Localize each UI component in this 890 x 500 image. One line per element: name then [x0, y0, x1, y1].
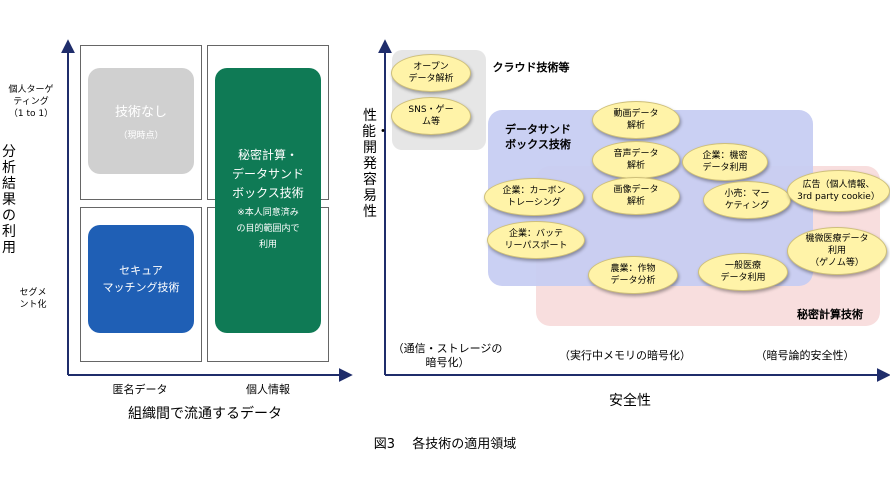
item-advertising: 広告（個人情報、 3rd party cookie）: [787, 170, 890, 212]
item-sensitive-medical: 機微医療データ 利用 （ゲノム等）: [787, 227, 887, 275]
item-retail-marketing: 小売：マー ケティング: [703, 181, 791, 219]
item-open-data: オープン データ解析: [391, 54, 471, 92]
item-enterprise-confidential-label: 企業：機密 データ利用: [702, 151, 748, 173]
left-x-axis-title: 組織間で流通するデータ: [128, 406, 282, 422]
right-x-axis-title: 安全性: [609, 393, 651, 409]
item-open-data-label: オープン データ解析: [408, 62, 454, 84]
item-carbon-tracing-label: 企業：カーボン トレーシング: [502, 186, 566, 208]
sandbox-label: データサンド ボックス技術: [505, 123, 571, 151]
item-sensitive-medical-label: 機微医療データ 利用 （ゲノム等）: [805, 234, 869, 268]
tile-no-technology-sub: （現時点）: [118, 131, 164, 141]
left-y-bottom-label: セグメ ント化: [19, 288, 47, 310]
item-image-data: 画像データ 解析: [592, 177, 680, 215]
right-x-low-label: （通信・ストレージの 暗号化）: [392, 342, 503, 369]
right-y-axis-title: 性能・開発容易性: [362, 108, 390, 220]
item-advertising-label: 広告（個人情報、 3rd party cookie）: [797, 180, 880, 202]
tile-secure-matching: セキュア マッチング技術: [88, 225, 194, 333]
left-y-axis-title: 分析結果の利用: [2, 144, 16, 256]
item-general-medical-label: 一般医療 データ利用: [720, 261, 766, 283]
left-y-top-label: 個人ターゲ ティング （1 to 1）: [8, 85, 54, 119]
secret-label: 秘密計算技術: [797, 308, 863, 321]
tile-no-technology: 技術なし （現時点）: [88, 68, 194, 174]
item-retail-marketing-label: 小売：マー ケティング: [724, 189, 770, 211]
tile-secret-computation-title: 秘密計算・ データサンド ボックス技術: [231, 148, 304, 200]
tile-secret-computation-note: ※本人同意済み の目的範囲内で 利用: [236, 208, 300, 250]
item-carbon-tracing: 企業：カーボン トレーシング: [484, 178, 584, 216]
item-video-data: 動画データ 解析: [592, 101, 680, 139]
item-audio-data-label: 音声データ 解析: [613, 149, 659, 171]
item-enterprise-confidential: 企業：機密 データ利用: [682, 143, 768, 181]
right-x-high-label: （暗号論的安全性）: [755, 349, 855, 362]
item-sns-game: SNS・ゲー ム等: [391, 97, 471, 135]
figure-caption: 図3 各技術の適用領域: [373, 437, 517, 452]
left-x-right-label: 個人情報: [246, 383, 290, 396]
item-agriculture-label: 農業：作物 データ分析: [610, 264, 656, 286]
item-battery-passport-label: 企業：バッテ リーパスポート: [504, 229, 568, 251]
item-image-data-label: 画像データ 解析: [613, 185, 659, 207]
left-x-left-label: 匿名データ: [112, 383, 168, 396]
item-audio-data: 音声データ 解析: [592, 141, 680, 179]
item-video-data-label: 動画データ 解析: [613, 109, 659, 131]
cloud-label: クラウド技術等: [492, 61, 570, 74]
tile-secure-matching-title: セキュア マッチング技術: [102, 264, 180, 294]
tile-secret-computation: 秘密計算・ データサンド ボックス技術 ※本人同意済み の目的範囲内で 利用: [215, 68, 321, 333]
item-agriculture: 農業：作物 データ分析: [588, 256, 678, 294]
tile-no-technology-title: 技術なし: [114, 105, 167, 120]
item-sns-game-label: SNS・ゲー ム等: [408, 105, 454, 127]
item-battery-passport: 企業：バッテ リーパスポート: [487, 221, 585, 259]
right-x-mid-label: （実行中メモリの暗号化）: [559, 349, 691, 362]
item-general-medical: 一般医療 データ利用: [698, 253, 788, 291]
